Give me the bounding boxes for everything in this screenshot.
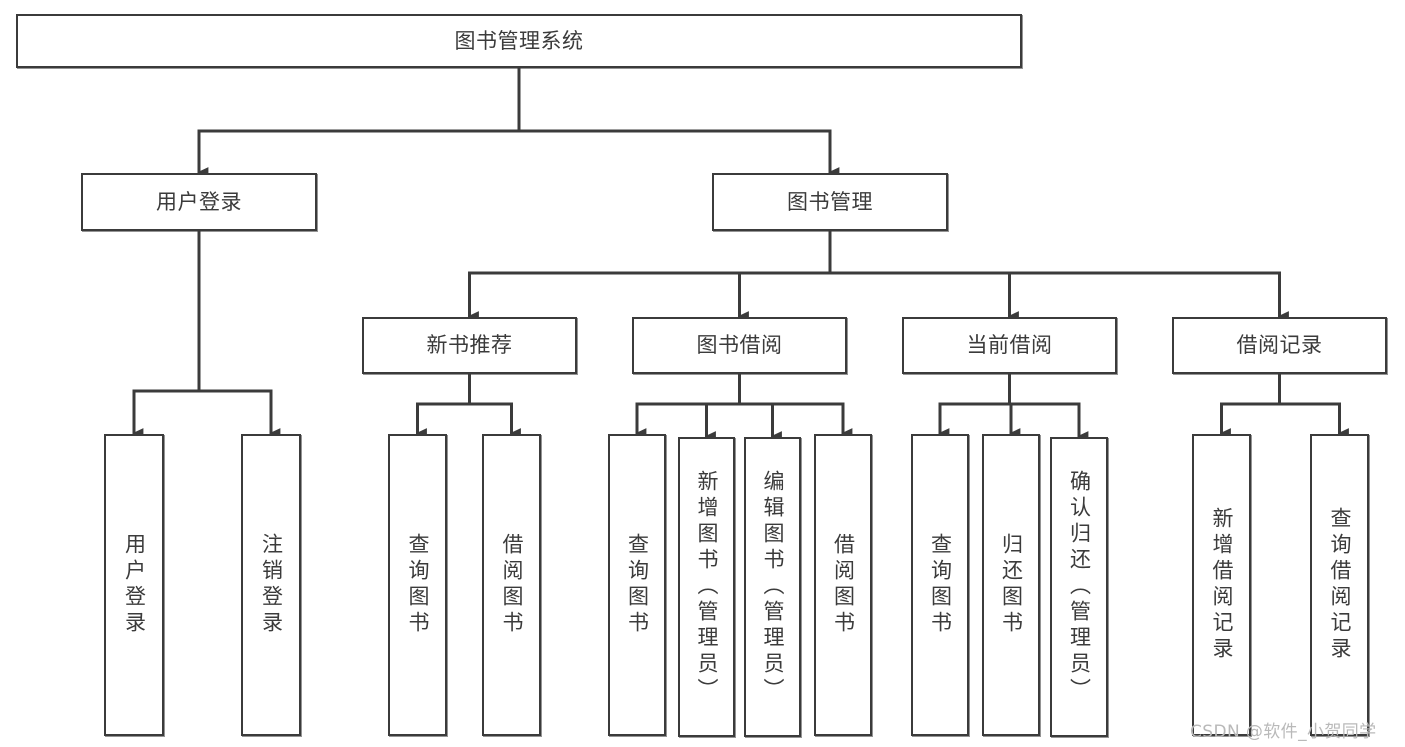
node-leaf-add-record[interactable]: 新增借阅记录 — [1192, 434, 1251, 736]
node-root[interactable]: 图书管理系统 — [16, 14, 1022, 68]
node-leaf-query-book-2[interactable]: 查询图书 — [608, 434, 666, 736]
node-leaf-borrow-book-2[interactable]: 借阅图书 — [814, 434, 872, 736]
node-leaf-borrow-book-1[interactable]: 借阅图书 — [482, 434, 541, 736]
node-label-leaf-user-logout: 注销登录 — [259, 533, 284, 637]
node-label-leaf-return-book: 归还图书 — [999, 533, 1024, 637]
node-book-manage[interactable]: 图书管理 — [712, 173, 948, 231]
node-label-new-book-rec: 新书推荐 — [426, 333, 513, 358]
node-leaf-query-book-3[interactable]: 查询图书 — [911, 434, 969, 736]
node-label-leaf-borrow-book-1: 借阅图书 — [500, 533, 524, 637]
node-label-leaf-add-book: 新增图书（管理员） — [695, 470, 719, 704]
node-leaf-query-book-1[interactable]: 查询图书 — [388, 434, 447, 736]
node-label-user-login: 用户登录 — [156, 189, 242, 214]
node-label-leaf-user-login: 用户登录 — [122, 533, 147, 637]
node-current-borrow[interactable]: 当前借阅 — [902, 317, 1117, 374]
node-label-book-borrow: 图书借阅 — [696, 333, 783, 358]
node-label-current-borrow: 当前借阅 — [966, 333, 1053, 358]
node-leaf-user-login[interactable]: 用户登录 — [104, 434, 164, 736]
node-leaf-query-record[interactable]: 查询借阅记录 — [1310, 434, 1369, 736]
node-label-leaf-borrow-book-2: 借阅图书 — [831, 533, 856, 637]
node-leaf-return-book[interactable]: 归还图书 — [982, 434, 1040, 736]
node-label-leaf-query-book-3: 查询图书 — [928, 533, 953, 637]
node-leaf-edit-book[interactable]: 编辑图书（管理员） — [744, 437, 801, 737]
node-borrow-record[interactable]: 借阅记录 — [1172, 317, 1387, 374]
node-label-leaf-edit-book: 编辑图书（管理员） — [761, 470, 785, 704]
tree-connectors — [132, 66, 1349, 441]
node-new-book-rec[interactable]: 新书推荐 — [362, 317, 577, 374]
node-leaf-user-logout[interactable]: 注销登录 — [241, 434, 301, 736]
node-label-borrow-record: 借阅记录 — [1236, 333, 1323, 358]
node-label-book-manage: 图书管理 — [787, 189, 873, 214]
node-label-leaf-confirm-return: 确认归还（管理员） — [1067, 470, 1092, 704]
node-leaf-confirm-return[interactable]: 确认归还（管理员） — [1050, 437, 1108, 737]
node-user-login[interactable]: 用户登录 — [81, 173, 317, 231]
node-book-borrow[interactable]: 图书借阅 — [632, 317, 847, 374]
node-label-leaf-query-record: 查询借阅记录 — [1328, 507, 1352, 663]
node-label-root: 图书管理系统 — [454, 28, 584, 53]
node-leaf-add-book[interactable]: 新增图书（管理员） — [678, 437, 735, 737]
node-label-leaf-add-record: 新增借阅记录 — [1210, 507, 1234, 663]
node-label-leaf-query-book-1: 查询图书 — [406, 533, 430, 637]
node-label-leaf-query-book-2: 查询图书 — [625, 533, 650, 637]
